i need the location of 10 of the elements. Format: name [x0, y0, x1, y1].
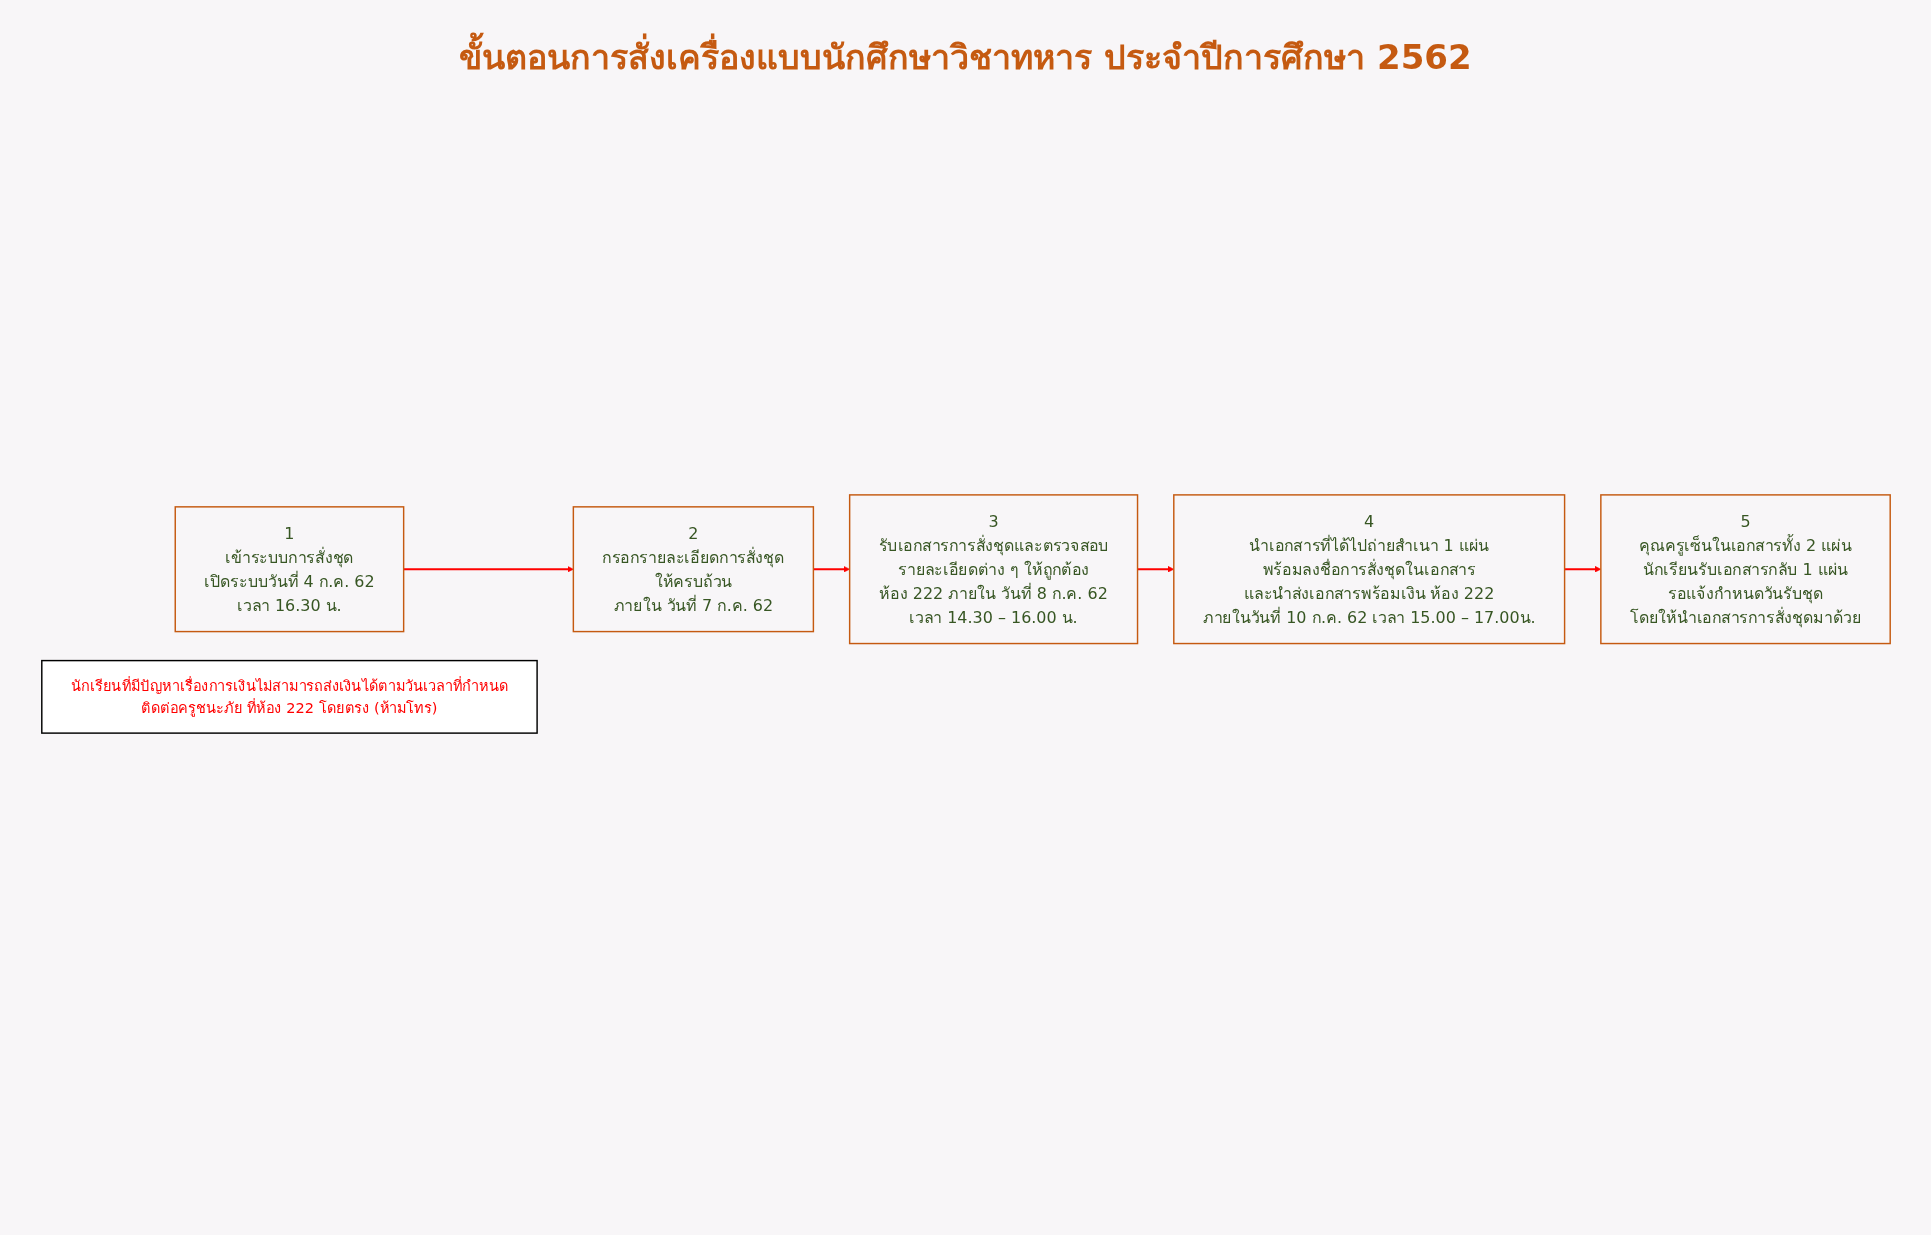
arrow	[1137, 566, 1174, 573]
node-box: 3 รับเอกสารการสั่งชุดและตรวจสอบ รายละเอียดต่าง ๆ ให้ถูกต้อง ห้อง 222 ภายใน วันที่ 8 ก.ค. 62 เวลา 14.30 – 16.00 น.	[848, 494, 1138, 645]
node-box: นักเรียนที่มีปัญหาเรื่องการเงินไม่สามารถส่งเงินได้ตามวันเวลาที่กำหนด ติดต่อครูชนะภัย ที่ห้อง 222 โดยตรง (ห้ามโทร)	[40, 659, 538, 734]
node-box: 5 คุณครูเซ็นในเอกสารทั้ง 2 แผ่น นักเรียนรับเอกสารกลับ 1 แผ่น รอแจ้งกำหนดวันรับชุด โดยให้นำเอกสารการสั่งชุดมาด้วย	[1599, 494, 1891, 645]
node-box: 4 นำเอกสารที่ได้ไปถ่ายสำเนา 1 แผ่น พร้อมลงชื่อการสั่งชุดในเอกสาร และนำส่งเอกสารพร้อมเงิน ห้อง 222 ภายในวันที่ 10 ก.ค. 62 เวลา 15.00 – 17.00น.	[1172, 494, 1565, 645]
node-box: 2 กรอกรายละเอียดการสั่งชุด ให้ครบถ้วน ภายใน วันที่ 7 ก.ค. 62	[572, 506, 814, 633]
arrow	[812, 566, 850, 573]
arrow	[1564, 566, 1601, 573]
node-box: 1 เข้าระบบการสั่งชุด เปิดระบบวันที่ 4 ก.ค. 62 เวลา 16.30 น.	[174, 506, 404, 633]
diagram-title: ขั้นตอนการสั่งเครื่องแบบนักศึกษาวิชาทหาร ประจำปีการศึกษา 2562	[0, 30, 1931, 84]
